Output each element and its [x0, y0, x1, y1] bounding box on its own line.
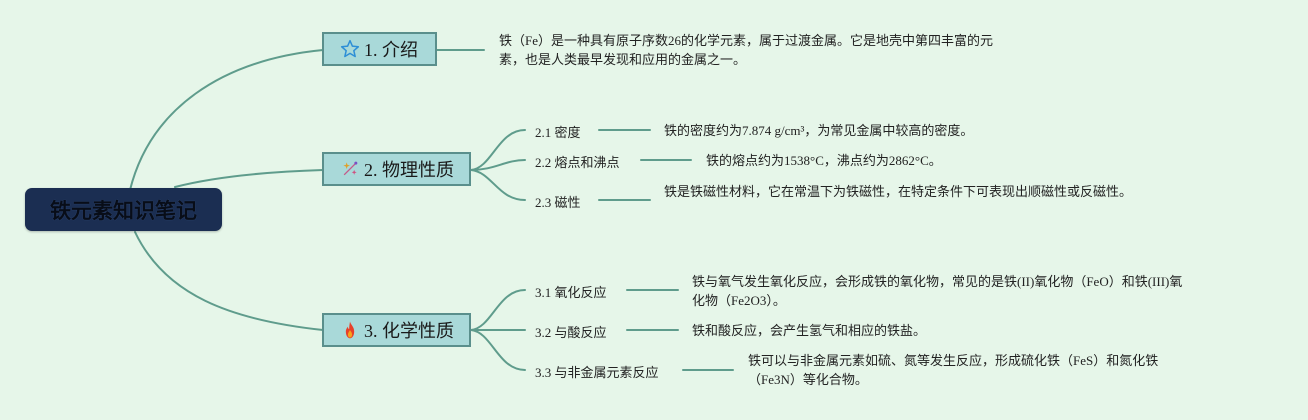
sub-oxidation[interactable]: 3.1 氧化反应 — [535, 285, 607, 300]
branch-chemical[interactable]: 3. 化学性质 — [322, 313, 471, 347]
branch-physical-label: 2. 物理性质 — [364, 160, 454, 180]
density-description: 铁的密度约为7.874 g/cm³，为常见金属中较高的密度。 — [664, 123, 974, 138]
sparkles-icon — [343, 161, 358, 176]
branch-physical[interactable]: 2. 物理性质 — [322, 152, 471, 186]
fire-icon — [345, 321, 355, 339]
oxidation-description: 铁与氧气发生氧化反应，会形成铁的氧化物，常见的是铁(II)氧化物（FeO）和铁(… — [692, 274, 1183, 308]
branch-intro[interactable]: 1. 介绍 — [322, 32, 437, 66]
star-icon — [340, 39, 360, 58]
connector-physical-2-3 — [470, 169, 526, 201]
magnetism-description: 铁是铁磁性材料，它在常温下为铁磁性，在特定条件下可表现出顺磁性或反磁性。 — [664, 184, 1133, 199]
acid-description: 铁和酸反应，会产生氢气和相应的铁盐。 — [692, 323, 927, 338]
intro-description: 铁（Fe）是一种具有原子序数26的化学元素，属于过渡金属。它是地壳中第四丰富的元… — [499, 33, 994, 67]
connector-physical-2-1 — [470, 129, 526, 171]
sub-nonmetal-reaction[interactable]: 3.3 与非金属元素反应 — [535, 365, 659, 380]
connector-physical-2-2 — [470, 159, 526, 171]
sub-melting-boiling[interactable]: 2.2 熔点和沸点 — [535, 155, 620, 170]
connector-chemical-3-1 — [470, 289, 526, 331]
nonmetal-description: 铁可以与非金属元素如硫、氮等发生反应，形成硫化铁（FeS）和氮化铁（Fe3N）等… — [748, 353, 1159, 387]
connector-chemical-3-3 — [470, 329, 526, 371]
sub-magnetism[interactable]: 2.3 磁性 — [535, 195, 581, 210]
connector-root-chemical — [134, 231, 324, 331]
connector-root-physical — [174, 169, 324, 188]
root-node[interactable]: 铁元素知识笔记 — [25, 188, 222, 231]
connector-root-intro — [129, 49, 324, 191]
sub-density[interactable]: 2.1 密度 — [535, 125, 581, 140]
melting-description: 铁的熔点约为1538°C，沸点约为2862°C。 — [706, 153, 942, 168]
branch-intro-label: 1. 介绍 — [364, 40, 418, 60]
root-title: 铁元素知识笔记 — [50, 198, 197, 223]
sub-acid-reaction[interactable]: 3.2 与酸反应 — [535, 325, 607, 340]
branch-chemical-label: 3. 化学性质 — [364, 321, 454, 341]
